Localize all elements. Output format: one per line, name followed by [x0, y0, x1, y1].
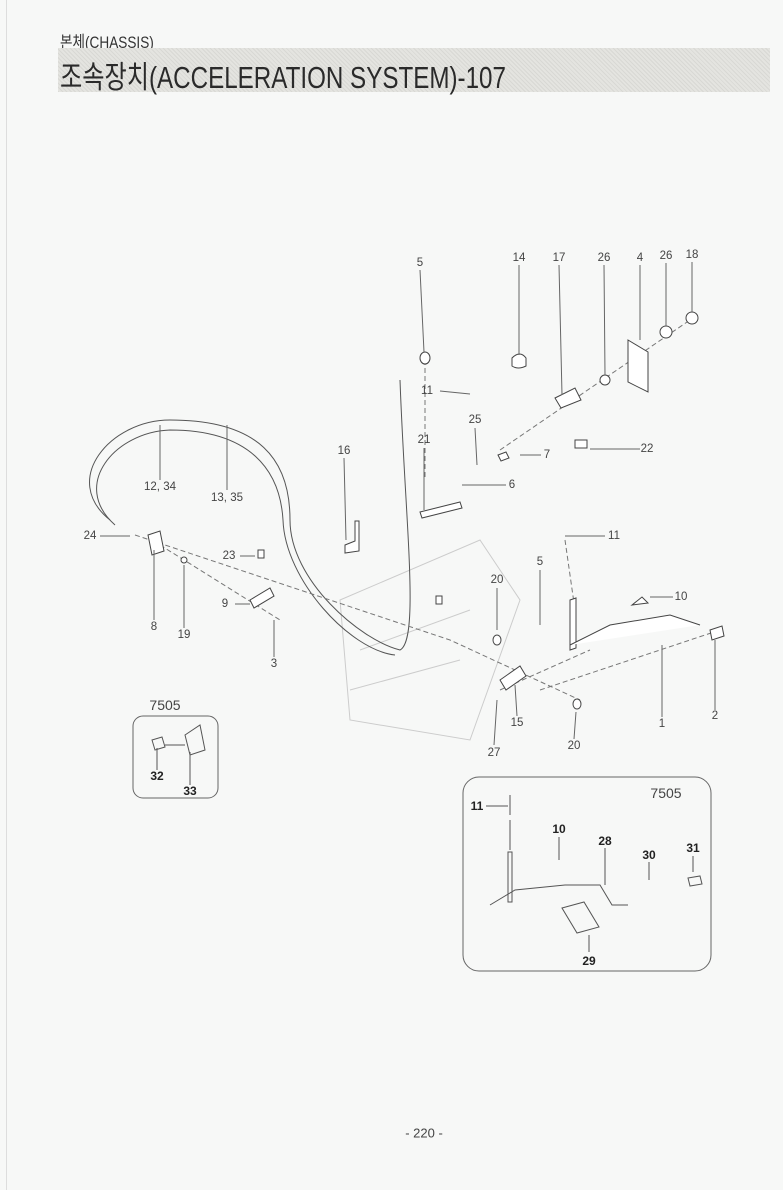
- inset-right-label: 7505: [650, 785, 682, 801]
- cable-12-34: [89, 379, 411, 651]
- callout-6: 6: [508, 479, 516, 491]
- callout-17: 17: [552, 252, 566, 264]
- section-heading: 본체(CHASSIS): [60, 33, 154, 52]
- callout-5b: 5: [536, 556, 544, 568]
- callout-21: 21: [417, 434, 431, 446]
- callout-31: 31: [686, 841, 700, 855]
- callout-24: 24: [83, 530, 97, 542]
- callout-32: 32: [150, 769, 164, 783]
- callout-10: 10: [674, 591, 688, 603]
- callout-26b: 26: [659, 250, 673, 262]
- callout-16: 16: [337, 445, 351, 457]
- cable-13-35: [96, 429, 396, 656]
- title-band: [58, 48, 770, 92]
- chassis-ghost: [339, 539, 521, 741]
- callout-11b: 11: [608, 530, 620, 542]
- callout-29: 29: [582, 954, 596, 968]
- callout-13-35: 13, 35: [211, 492, 243, 504]
- callout-25: 25: [468, 414, 482, 426]
- callout-8: 8: [150, 621, 158, 633]
- callout-10-inset: 10: [552, 822, 566, 836]
- callout-18: 18: [685, 249, 699, 261]
- callout-28: 28: [598, 834, 612, 848]
- callout-30: 30: [642, 848, 656, 862]
- callout-12-34: 12, 34: [144, 481, 176, 493]
- callout-11-inset: 11: [470, 799, 484, 813]
- callout-3: 3: [270, 658, 278, 670]
- inset-box-right: [462, 776, 712, 972]
- callout-20b: 20: [567, 740, 581, 752]
- page-title: 조속장치(ACCELERATION SYSTEM)-107: [60, 60, 506, 95]
- callout-26: 26: [597, 252, 611, 264]
- callout-33: 33: [183, 784, 197, 798]
- callout-9: 9: [221, 598, 229, 610]
- page-edge: [6, 0, 7, 1190]
- callout-7: 7: [543, 449, 551, 461]
- callout-19: 19: [177, 629, 191, 641]
- callout-11: 11: [421, 385, 433, 397]
- callout-27: 27: [487, 747, 501, 759]
- inset-box-left: [132, 715, 219, 799]
- callout-5: 5: [416, 257, 424, 269]
- callout-23: 23: [222, 550, 236, 562]
- callout-1: 1: [658, 718, 666, 730]
- callout-2: 2: [711, 710, 719, 722]
- callout-4: 4: [636, 252, 644, 264]
- callout-20: 20: [490, 574, 504, 586]
- callout-14: 14: [512, 252, 526, 264]
- callout-15: 15: [510, 717, 524, 729]
- page-number: - 220 -: [405, 1125, 443, 1141]
- inset-left-label: 7505: [149, 697, 181, 713]
- callout-22: 22: [640, 443, 654, 455]
